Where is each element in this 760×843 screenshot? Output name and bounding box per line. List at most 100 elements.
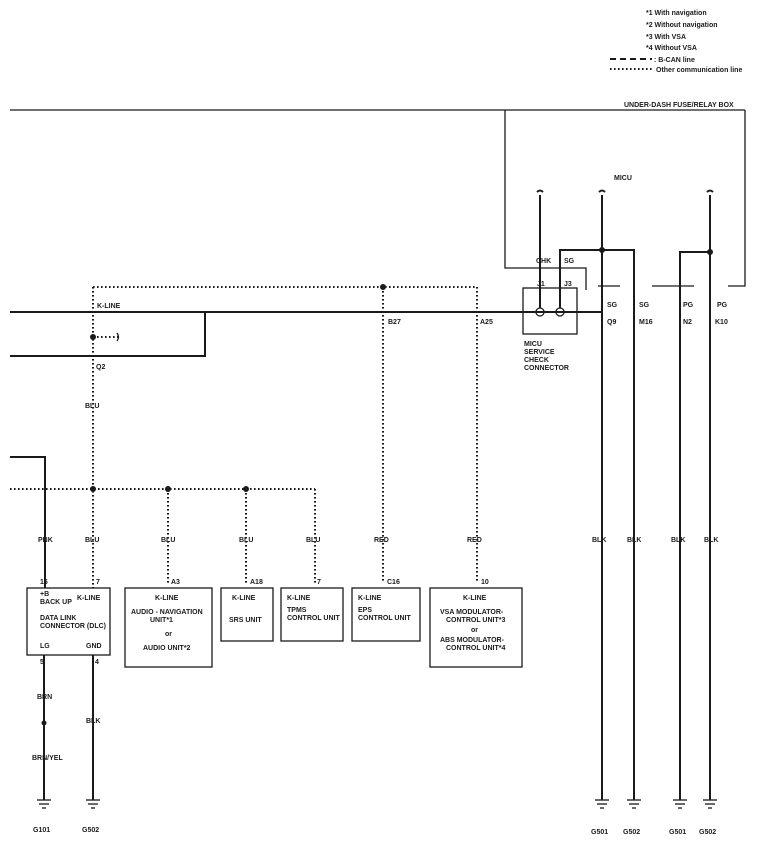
dlc-wire-brn-yel: BRN/YEL <box>32 755 63 762</box>
audio-kline: K-LINE <box>155 595 179 602</box>
k-line-bus: K-LINE <box>10 303 602 357</box>
wire-color-blu-audio: BLU <box>161 537 175 544</box>
dlc-backup: BACK UP <box>40 599 72 606</box>
ground-label-g502-dlc: G502 <box>82 827 99 834</box>
tpms-unit: 7 K-LINE TPMS CONTROL UNIT <box>280 579 344 642</box>
legend: *1 With navigation *2 Without navigation… <box>610 10 742 74</box>
dlc-pin-16: 16 <box>40 579 48 586</box>
fuse-box-title: UNDER-DASH FUSE/RELAY BOX <box>624 102 734 109</box>
legend-other-label: Other communication line <box>656 67 742 74</box>
ground-label-g501-2: G501 <box>669 829 686 836</box>
wire-color-blu-q2: BLU <box>85 403 99 410</box>
service-connector-line-2: SERVICE <box>524 349 555 356</box>
ground-symbols <box>37 799 717 809</box>
micu-outline-right <box>728 110 746 287</box>
pin-a25: A25 <box>480 319 493 326</box>
legend-note-3: *3 With VSA <box>646 34 686 41</box>
dlc-pin-5: 5 <box>40 659 44 666</box>
wire-color-red-eps: RED <box>374 537 389 544</box>
srs-unit: A18 K-LINE SRS UNIT <box>220 579 274 642</box>
tpms-pin: 7 <box>317 579 321 586</box>
terminal-pin-n2: N2 <box>683 319 692 326</box>
service-connector-line-4: CONNECTOR <box>524 365 569 372</box>
ground-icon <box>37 799 51 809</box>
ground-wire-color-3: BLK <box>671 537 685 544</box>
ground-wire-color-2: BLK <box>627 537 641 544</box>
ground-icon <box>595 799 609 809</box>
wire-label-chk: CHK <box>536 258 551 265</box>
dlc-wire-brn: BRN <box>37 694 52 701</box>
ground-icon <box>627 799 641 809</box>
ground-icon <box>673 799 687 809</box>
terminal-pin-k10: K10 <box>715 319 728 326</box>
ground-wire-color-4: BLK <box>704 537 718 544</box>
ground-labels: G101 G502 G501 G502 G501 G502 <box>33 827 716 836</box>
wire-label-sg: SG <box>564 258 575 265</box>
audio-pin: A3 <box>171 579 180 586</box>
audio-line-1: AUDIO - NAVIGATION <box>131 609 203 616</box>
pin-b27: B27 <box>388 319 401 326</box>
vsa-line-5: CONTROL UNIT*4 <box>446 645 505 652</box>
ground-label-g501-1: G501 <box>591 829 608 836</box>
vsa-pin: 10 <box>481 579 489 586</box>
eps-line-1: EPS <box>358 607 372 614</box>
audio-line-2: UNIT*1 <box>150 617 173 624</box>
ground-label-g502-1: G502 <box>623 829 640 836</box>
ground-wire-color-1: BLK <box>592 537 606 544</box>
pin-j3: J3 <box>564 281 572 288</box>
legend-note-1: *1 With navigation <box>646 10 707 17</box>
dlc-kline: K-LINE <box>77 595 101 602</box>
pin-j1: J1 <box>537 281 545 288</box>
micu-terminals: SG SG PG PG Q9 M16 N2 K10 BLK BLK BLK BL… <box>592 302 728 544</box>
wire-color-blu-dlc: BLU <box>85 537 99 544</box>
tpms-line-1: TPMS <box>287 607 307 614</box>
vsa-kline: K-LINE <box>463 595 487 602</box>
vsa-unit: 10 K-LINE VSA MODULATOR- CONTROL UNIT*3 … <box>429 579 523 668</box>
tpms-kline: K-LINE <box>287 595 311 602</box>
audio-line-3: or <box>165 631 172 638</box>
data-link-connector: 16 7 +B BACK UP K-LINE DATA LINK CONNECT… <box>26 579 111 800</box>
terminal-signal-sg-1: SG <box>607 302 618 309</box>
micu-label: MICU <box>614 175 632 182</box>
wire-color-blu-tpms: BLU <box>306 537 320 544</box>
service-connector-line-1: MICU <box>524 341 542 348</box>
service-connector-line-3: CHECK <box>524 357 549 364</box>
eps-unit: C16 K-LINE EPS CONTROL UNIT <box>351 579 421 642</box>
network-labels: B27 A25 Q2 BLU RED RED PNK BLU BLU BLU B… <box>38 319 493 544</box>
audio-line-4: AUDIO UNIT*2 <box>143 645 191 652</box>
dlc-name-line-2: CONNECTOR (DLC) <box>40 623 106 630</box>
pin-q2: Q2 <box>96 364 105 371</box>
ground-icon <box>86 799 100 809</box>
eps-line-2: CONTROL UNIT <box>358 615 411 622</box>
vsa-line-3: or <box>471 627 478 634</box>
dlc-pin-4: 4 <box>95 659 99 666</box>
dlc-wire-blk: BLK <box>86 718 100 725</box>
micu-outline-left <box>504 110 587 290</box>
legend-bcan-label: : B-CAN line <box>654 57 695 64</box>
legend-note-2: *2 Without navigation <box>646 22 718 29</box>
terminal-signal-sg-2: SG <box>639 302 650 309</box>
vsa-line-1: VSA MODULATOR- <box>440 609 504 616</box>
communication-network <box>10 284 478 590</box>
dlc-name-line-1: DATA LINK <box>40 615 76 622</box>
dlc-lg: LG <box>40 643 50 650</box>
dlc-gnd: GND <box>86 643 102 650</box>
dlc-plus-b: +B <box>40 591 49 598</box>
wire-color-red-vsa: RED <box>467 537 482 544</box>
ground-label-g502-2: G502 <box>699 829 716 836</box>
srs-kline: K-LINE <box>232 595 256 602</box>
legend-note-4: *4 Without VSA <box>646 45 697 52</box>
micu-service-check-connector: CHK SG J1 J3 MICU SERVICE CHECK CONNECTO… <box>522 258 578 372</box>
srs-name: SRS UNIT <box>229 617 262 624</box>
dlc-pin-7: 7 <box>96 579 100 586</box>
ground-icon <box>703 799 717 809</box>
audio-unit: A3 K-LINE AUDIO - NAVIGATION UNIT*1 or A… <box>124 579 213 668</box>
pnk-wire <box>10 456 46 588</box>
vsa-line-4: ABS MODULATOR- <box>440 637 505 644</box>
terminal-signal-pg-1: PG <box>683 302 694 309</box>
tpms-line-2: CONTROL UNIT <box>287 615 340 622</box>
eps-kline: K-LINE <box>358 595 382 602</box>
terminal-signal-pg-2: PG <box>717 302 728 309</box>
terminal-pin-m16: M16 <box>639 319 653 326</box>
